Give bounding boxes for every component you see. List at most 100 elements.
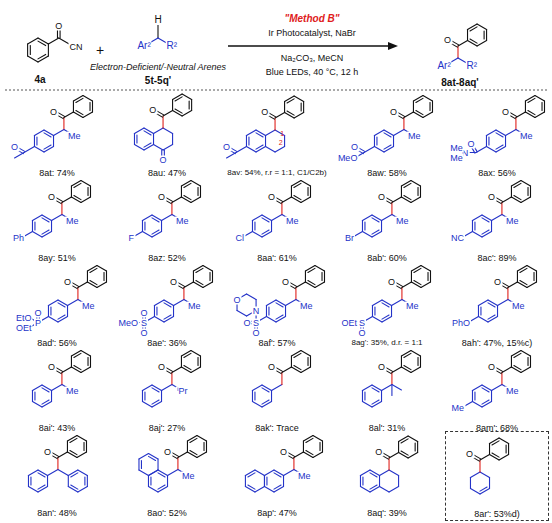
compound-number: 5t-5q' <box>144 76 172 86</box>
bond-line <box>480 455 490 461</box>
bond-line <box>294 96 304 102</box>
atom-label: Me <box>449 153 464 162</box>
bond-line <box>191 367 201 373</box>
bond-line <box>511 186 512 197</box>
bond-line <box>158 473 165 477</box>
bond-line <box>527 187 528 195</box>
yield-caption: 8at: 74% <box>38 169 76 178</box>
bond-line <box>34 392 35 400</box>
yield-caption: 8ac': 89% <box>476 254 517 263</box>
bond-line <box>77 436 87 442</box>
bond-line <box>417 357 418 365</box>
bond-line <box>142 402 152 408</box>
bond-line <box>153 134 154 145</box>
yield-caption: 8aw: 58% <box>366 169 408 178</box>
atom-label: S <box>358 318 366 327</box>
bond-line <box>470 478 471 489</box>
bond-line <box>420 356 421 367</box>
bond-line <box>152 385 162 391</box>
bond-line <box>372 300 382 306</box>
bond-line <box>276 317 286 323</box>
bond-line <box>24 147 34 153</box>
yield-caption: 8ap': 47% <box>256 509 298 518</box>
arrow-head <box>388 42 398 50</box>
bond-line <box>527 282 537 288</box>
bond-line <box>384 145 391 149</box>
bond-line <box>144 143 151 147</box>
bond-line <box>324 271 325 282</box>
bond-line <box>275 130 285 136</box>
bond-line <box>48 470 58 476</box>
bond-line <box>266 306 267 317</box>
bond-line <box>306 438 313 442</box>
yield-caption: 8au: 47% <box>147 169 187 178</box>
bond-line <box>68 476 69 487</box>
atom-label: O <box>377 362 386 371</box>
bond-line <box>294 366 301 370</box>
atom-label: O <box>159 156 168 165</box>
bond-line <box>413 112 423 118</box>
bond-line <box>291 186 292 197</box>
bond-line <box>84 477 85 485</box>
bond-line <box>404 353 411 357</box>
bond-line <box>414 281 421 285</box>
bond-line <box>52 385 62 391</box>
bond-line <box>171 203 172 215</box>
bond-line <box>404 196 411 200</box>
compound-number: 4a <box>33 75 46 85</box>
bond-line <box>319 442 320 450</box>
bond-line <box>468 24 478 30</box>
bond-line <box>89 102 90 110</box>
bond-line <box>252 402 262 408</box>
atom-label: Me <box>285 216 300 225</box>
atom-label: Me <box>65 386 80 395</box>
bond-line <box>38 470 48 476</box>
atom-label: ⁱPr <box>176 386 189 395</box>
bond-line <box>291 367 301 373</box>
bond-line <box>411 271 412 282</box>
bond-line <box>34 130 44 136</box>
atom-label: O <box>260 108 269 117</box>
bond-line <box>48 306 49 317</box>
bond-line <box>291 181 301 187</box>
bond-line <box>391 373 392 385</box>
bond-line <box>74 196 81 200</box>
bond-line <box>499 455 509 461</box>
bond-line <box>34 222 35 230</box>
atom-label: NC <box>450 233 465 242</box>
bond-line <box>262 230 269 234</box>
bond-line <box>181 181 191 187</box>
atom-label: O <box>501 107 510 116</box>
bond-line <box>248 137 249 145</box>
bond-line <box>148 476 149 487</box>
bond-line <box>528 98 535 102</box>
bond-line <box>271 221 272 232</box>
bond-line <box>48 317 58 323</box>
bond-line <box>247 294 257 300</box>
bond-line <box>310 356 311 367</box>
bond-line <box>274 485 281 489</box>
bond-line <box>374 130 384 136</box>
bond-line <box>164 315 171 319</box>
atom-label: Ar² <box>436 61 451 71</box>
bond-line <box>393 136 394 147</box>
bond-line <box>408 436 418 442</box>
bond-line <box>364 392 365 400</box>
bond-line <box>178 452 188 458</box>
reaction-arrow <box>228 45 390 46</box>
atom-label: F <box>128 233 136 242</box>
atom-label: Ph <box>12 233 25 242</box>
bond-line <box>38 485 45 489</box>
bond-line <box>71 485 78 489</box>
bond-line <box>73 112 83 118</box>
bond-line <box>391 306 392 317</box>
bond-line <box>291 351 301 357</box>
bond-line <box>67 452 77 458</box>
bond-line <box>413 101 414 112</box>
atom-label: R² <box>466 61 479 71</box>
bond-line <box>360 470 370 476</box>
bond-line <box>245 487 255 493</box>
bond-line <box>81 351 91 357</box>
bond-line <box>30 46 31 55</box>
bond-line <box>152 230 159 234</box>
